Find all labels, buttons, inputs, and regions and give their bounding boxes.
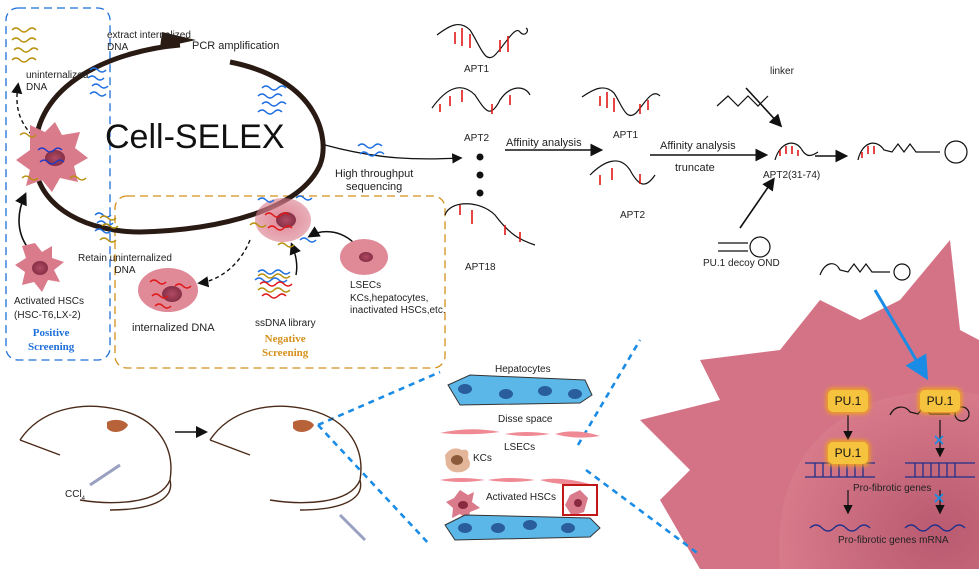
decoy-label: PU.1 decoy OND xyxy=(703,258,780,269)
ccl4-text: CCl xyxy=(65,489,82,500)
apt18-structure xyxy=(444,203,536,246)
activated-hscs-label: Activated HSCs xyxy=(14,296,85,307)
mouse-1 xyxy=(19,405,172,511)
cell-selex-title: Cell-SELEX xyxy=(105,118,285,156)
decoy-ond xyxy=(718,242,748,252)
conjugate xyxy=(857,142,940,161)
apt2-truncated-label: APT2(31-74) xyxy=(763,170,821,181)
truncate-label: truncate xyxy=(675,162,715,174)
negative-screening-title: Negative Screening xyxy=(262,333,309,360)
apt1-selected xyxy=(581,87,661,116)
extract-label: extract internalized DNA xyxy=(107,30,191,53)
apt2-label: APT2 xyxy=(464,133,490,144)
lsecs-tissue-label: LSECs xyxy=(504,442,536,453)
hepatocyte-row-top xyxy=(447,374,593,406)
positive-screening-title: Positive Screening xyxy=(28,327,75,354)
kcs-label: KCs xyxy=(473,453,492,464)
apt2-selected xyxy=(589,160,656,185)
affinity-analysis-1: Affinity analysis xyxy=(506,137,582,149)
apt1-selected-label: APT1 xyxy=(613,130,639,141)
hepatocyte-row-bottom xyxy=(444,514,601,541)
apt18-label: APT18 xyxy=(465,262,496,273)
ccl4-subscript: 4 xyxy=(81,496,86,502)
uninternalized-label: uninternalized DNA xyxy=(26,70,89,93)
lsecs-label: LSECs xyxy=(350,280,382,291)
ccl4-label: CCl4 xyxy=(65,489,85,503)
ssdna-library-label: ssDNA library xyxy=(255,318,316,329)
pro-fibrotic-genes-label: Pro-fibrotic genes xyxy=(853,483,932,494)
retain-label: Retain uninternalized DNA xyxy=(78,253,172,276)
negative-screening-box xyxy=(114,195,446,369)
internalized-dna-label: internalized DNA xyxy=(132,322,215,334)
hepatocytes-label: Hepatocytes xyxy=(495,364,551,375)
pcr-label: PCR amplification xyxy=(192,40,280,52)
negative-cells-label: KCs,hepatocytes, inactivated HSCs,etc. xyxy=(350,293,446,316)
sequencing-label: High throughput sequencing xyxy=(335,168,414,193)
positive-screening-box xyxy=(5,7,111,361)
pu1-protein: PU.1 xyxy=(920,390,960,412)
linker-zigzag xyxy=(716,95,769,107)
disse-space-label: Disse space xyxy=(498,414,553,425)
apt2-structure xyxy=(431,87,531,112)
mouse-2 xyxy=(209,405,362,511)
pro-fibrotic-mrna-label: Pro-fibrotic genes mRNA xyxy=(838,535,949,546)
activated-hscs-tissue-label: Activated HSCs xyxy=(486,492,557,503)
nucleus xyxy=(779,391,979,569)
apt2-selected-label: APT2 xyxy=(620,210,646,221)
cell-lines-label: (HSC-T6,LX-2) xyxy=(14,310,81,321)
linker-label: linker xyxy=(770,66,794,77)
pu1-protein-bound: PU.1 xyxy=(828,442,868,464)
apt2-truncated xyxy=(774,142,819,161)
apt1-label: APT1 xyxy=(464,64,490,75)
pu1-protein: PU.1 xyxy=(828,390,868,412)
affinity-analysis-2: Affinity analysis xyxy=(660,140,736,152)
highlight-box xyxy=(562,484,598,516)
apt1-structure xyxy=(436,23,529,59)
